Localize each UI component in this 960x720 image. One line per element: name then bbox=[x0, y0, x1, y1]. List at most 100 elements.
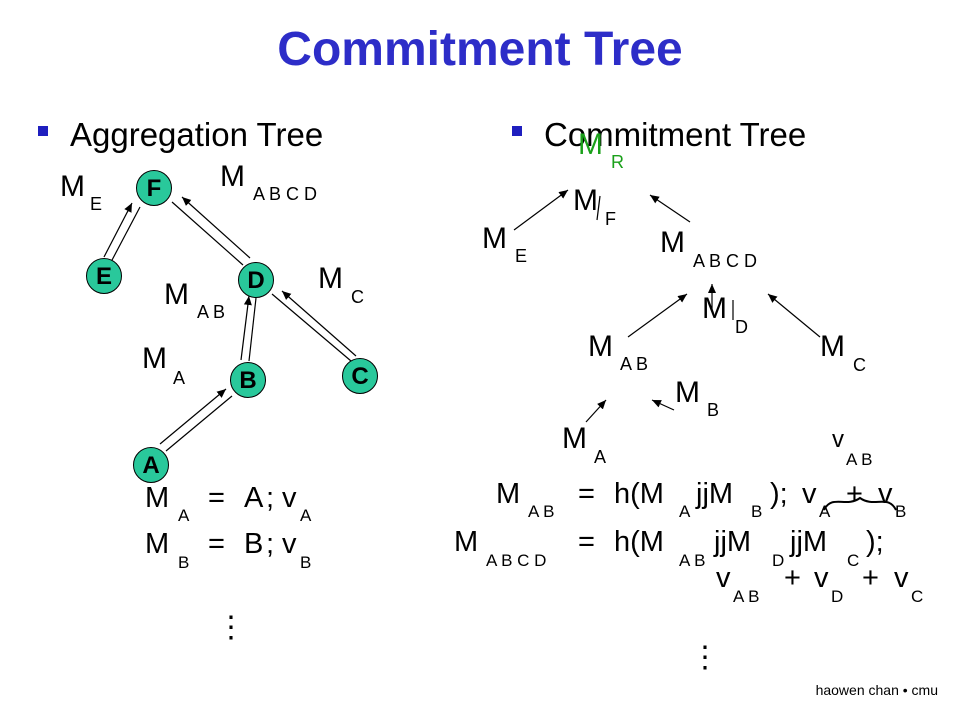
page-title: Commitment Tree bbox=[277, 23, 683, 76]
left-eq2-semi: ; bbox=[266, 528, 275, 560]
right-eq3-v3: v bbox=[894, 562, 909, 594]
edge-d-f bbox=[171, 201, 244, 266]
right-eq3-p2: + bbox=[862, 562, 879, 594]
arrow-ma bbox=[159, 388, 227, 445]
right-eq3-v2: v bbox=[814, 562, 829, 594]
edge-e-f bbox=[110, 206, 141, 263]
right-eq1-v1: v bbox=[802, 478, 817, 510]
arrow-mc-md bbox=[767, 293, 821, 338]
arrow-mab-md bbox=[627, 293, 688, 338]
node-c: C bbox=[342, 358, 378, 394]
label-m-r-sub: R bbox=[611, 152, 624, 172]
right-eq2-sub1: A B bbox=[679, 551, 706, 570]
arrow-mf-mr bbox=[596, 195, 601, 221]
arrow-ma-mab bbox=[585, 399, 607, 423]
label-m-a-sub: A bbox=[173, 368, 186, 388]
arrow-mc bbox=[281, 290, 357, 357]
label-m-b-right-sub: B bbox=[707, 400, 720, 420]
right-eq1-vsub2: B bbox=[895, 502, 907, 521]
label-m-f: M bbox=[573, 184, 598, 217]
label-m-abcd-right: M bbox=[660, 226, 685, 259]
left-eq2-vsub: B bbox=[300, 553, 312, 572]
arrow-mabcd bbox=[181, 196, 251, 259]
edge-c-d bbox=[271, 293, 352, 362]
label-m-a: M bbox=[142, 342, 167, 375]
label-m-c-right: M bbox=[820, 330, 845, 363]
label-m-a-right: M bbox=[562, 422, 587, 455]
right-eq3-s3: C bbox=[911, 587, 924, 606]
left-eq2-v: v bbox=[282, 528, 297, 560]
right-ellipsis: ⋮ bbox=[690, 641, 720, 674]
right-eq1-jj: jjM bbox=[696, 478, 734, 510]
node-a: A bbox=[133, 447, 169, 483]
over-brace-v: v bbox=[832, 426, 844, 453]
right-eq2-h: h(M bbox=[614, 526, 664, 558]
right-eq1-close: ); bbox=[770, 478, 788, 510]
left-heading: Aggregation Tree bbox=[70, 116, 324, 153]
left-eq2-rhs: B bbox=[244, 528, 264, 560]
left-eq1-m: M bbox=[145, 482, 170, 514]
right-eq3-s2: D bbox=[831, 587, 844, 606]
arrow-me-mf bbox=[513, 189, 569, 231]
right-eq1-sub2: B bbox=[751, 502, 763, 521]
label-m-d-right: M bbox=[702, 292, 727, 325]
label-m-ab-sub: A B bbox=[197, 302, 226, 322]
left-eq2-m: M bbox=[145, 528, 170, 560]
label-m-e-right: M bbox=[482, 222, 507, 255]
node-e: E bbox=[86, 258, 122, 294]
bullet-square-icon bbox=[512, 126, 522, 137]
label-m-c-sub: C bbox=[351, 287, 364, 307]
left-eq1-eq: = bbox=[208, 482, 225, 514]
label-m-abcd-sub: A B C D bbox=[253, 184, 318, 204]
right-eq2-close: ); bbox=[866, 526, 884, 558]
edge-b-d bbox=[248, 297, 257, 362]
right-eq1-eq: = bbox=[578, 478, 595, 510]
right-eq2-m: M bbox=[454, 526, 479, 558]
label-m-d-right-sub: D bbox=[735, 317, 748, 337]
label-m-c: M bbox=[318, 262, 343, 295]
right-eq2-sub: A B C D bbox=[486, 551, 547, 570]
arrow-mab bbox=[240, 295, 252, 361]
node-f: F bbox=[136, 170, 172, 206]
label-m-ab-right-sub: A B bbox=[620, 354, 649, 374]
right-bullet: Commitment Tree bbox=[512, 116, 806, 154]
label-m-abcd: M bbox=[220, 160, 245, 193]
label-m-abcd-right-sub: A B C D bbox=[693, 251, 758, 271]
right-eq2-sub2: D bbox=[772, 551, 785, 570]
footer-credit: haowen chan • cmu bbox=[815, 682, 938, 698]
right-eq1-sub: A B bbox=[528, 502, 555, 521]
left-eq1-vsub: A bbox=[300, 506, 312, 525]
right-eq1-h: h(M bbox=[614, 478, 664, 510]
edge-a-b bbox=[165, 395, 233, 452]
label-m-b-right: M bbox=[675, 376, 700, 409]
left-eq2-eq: = bbox=[208, 528, 225, 560]
left-bullet: Aggregation Tree bbox=[38, 116, 323, 154]
arrow-mabcd-mf bbox=[649, 194, 691, 223]
label-m-a-right-sub: A bbox=[594, 447, 607, 467]
left-eq1-sub: A bbox=[178, 506, 190, 525]
bullet-square-icon bbox=[38, 126, 48, 137]
right-eq3-p1: + bbox=[784, 562, 801, 594]
node-b: B bbox=[230, 362, 266, 398]
label-m-e-right-sub: E bbox=[515, 246, 528, 266]
label-m-e: M bbox=[60, 170, 85, 203]
node-d: D bbox=[238, 262, 274, 298]
right-eq2-sub3: C bbox=[847, 551, 860, 570]
left-eq2-sub: B bbox=[178, 553, 190, 572]
right-eq1-sub1: A bbox=[679, 502, 691, 521]
left-eq1-semi: ; bbox=[266, 482, 275, 514]
label-m-r: M bbox=[578, 128, 603, 161]
right-eq2-jj1: jjM bbox=[714, 526, 752, 558]
right-eq1-m: M bbox=[496, 478, 521, 510]
left-eq1-v: v bbox=[282, 482, 297, 514]
label-m-f-sub: F bbox=[605, 209, 616, 229]
label-m-e-sub: E bbox=[90, 194, 103, 214]
left-ellipsis: ⋮ bbox=[216, 611, 246, 644]
underbrace-icon bbox=[823, 496, 897, 511]
label-m-c-right-sub: C bbox=[853, 355, 866, 375]
right-eq3-s1: A B bbox=[733, 587, 760, 606]
right-heading: Commitment Tree bbox=[544, 116, 807, 153]
right-eq1-vsub1: A bbox=[819, 502, 831, 521]
label-m-ab-right: M bbox=[588, 330, 613, 363]
